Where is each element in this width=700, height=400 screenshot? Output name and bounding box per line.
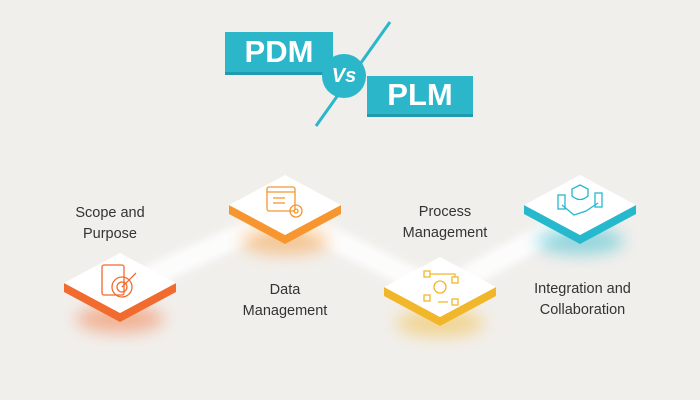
tile-top [229, 175, 341, 235]
tile-top [384, 257, 496, 317]
pdm-banner: PDM [225, 32, 333, 75]
step-tile-integration [524, 175, 636, 255]
target-clipboard-icon [101, 264, 137, 298]
vs-badge: Vs [322, 54, 366, 98]
plm-banner: PLM [367, 76, 473, 117]
step-tile-scope [64, 253, 176, 333]
handshake-icon [557, 184, 603, 216]
tile-side [384, 287, 496, 326]
tile-side [64, 283, 176, 322]
process-workflow-icon [423, 270, 459, 306]
plm-label: PLM [387, 77, 453, 112]
tile-side [524, 205, 636, 244]
tile-top [524, 175, 636, 235]
pdm-label: PDM [244, 34, 314, 69]
connectors [115, 204, 586, 302]
step-tile-data [229, 175, 341, 255]
tile-side [229, 205, 341, 244]
data-settings-icon [266, 186, 303, 218]
step-tile-process [384, 257, 496, 337]
